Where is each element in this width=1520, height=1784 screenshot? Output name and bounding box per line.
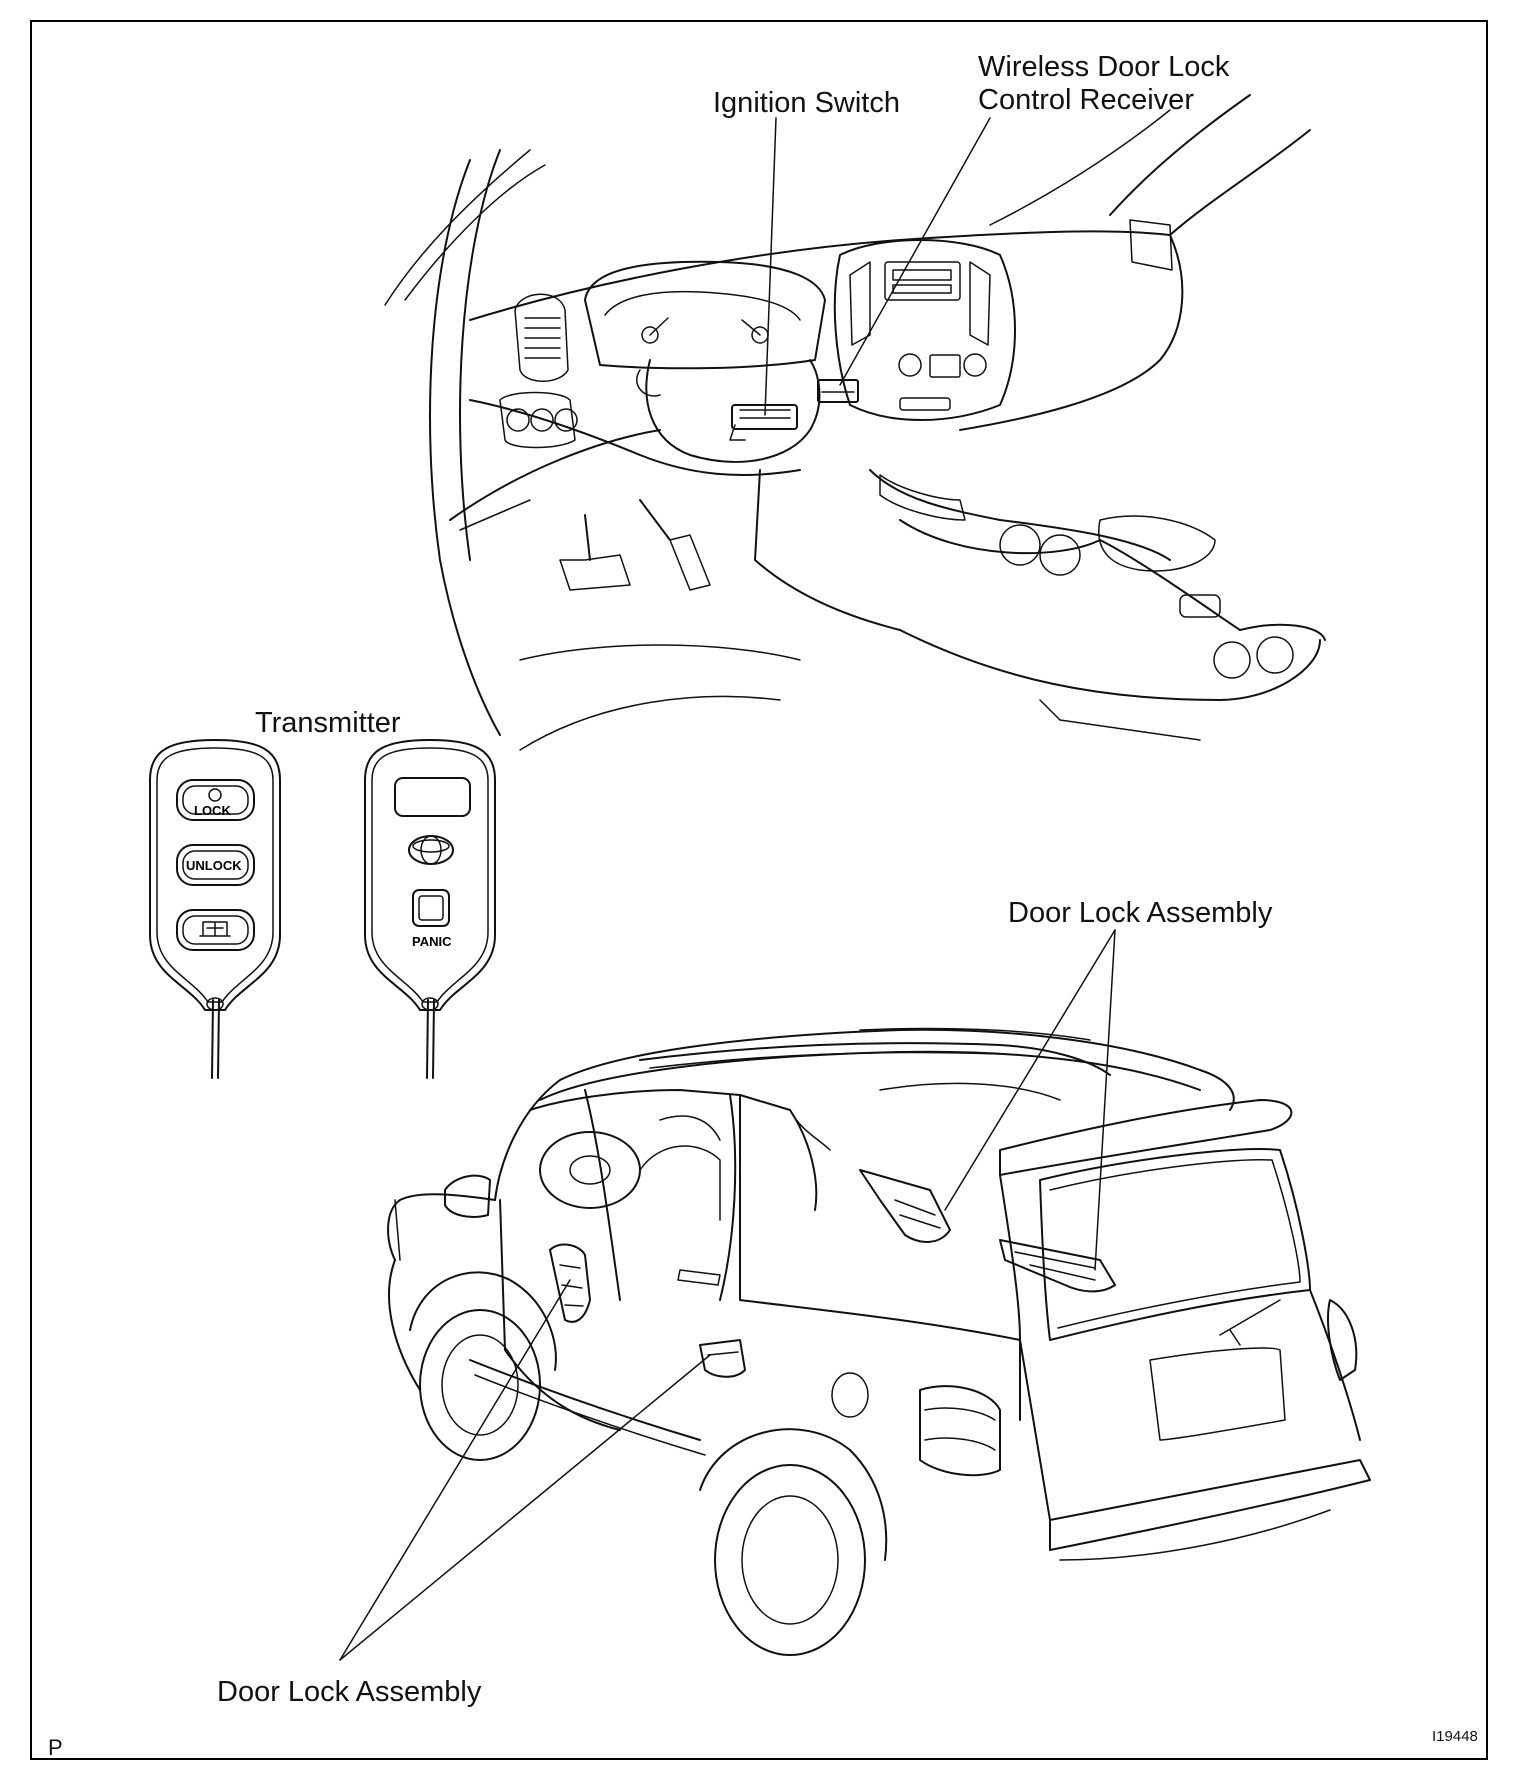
corner-letter: P [48,1735,63,1760]
ignition-switch-label: Ignition Switch [713,87,900,119]
lock-button-label: LOCK [194,803,231,818]
diagram-border [30,20,1488,1760]
receiver-label-line1: Wireless Door Lock [978,51,1230,83]
unlock-button-label: UNLOCK [186,858,242,873]
transmitter-label: Transmitter [255,707,401,739]
receiver-label-line2: Control Receiver [978,84,1194,116]
leader-lines-upper [764,117,991,416]
dashboard-illustration [384,94,1326,751]
transmitter-back [364,739,496,1079]
panic-button-label: PANIC [412,934,452,949]
leader-lines-lower [339,929,1116,1661]
transmitter-front [149,739,281,1079]
door-lock-label-upper: Door Lock Assembly [1008,897,1273,929]
figure-number: I19448 [1432,1728,1478,1745]
door-lock-label-lower: Door Lock Assembly [217,1676,482,1708]
vehicle-illustration [387,1027,1371,1656]
